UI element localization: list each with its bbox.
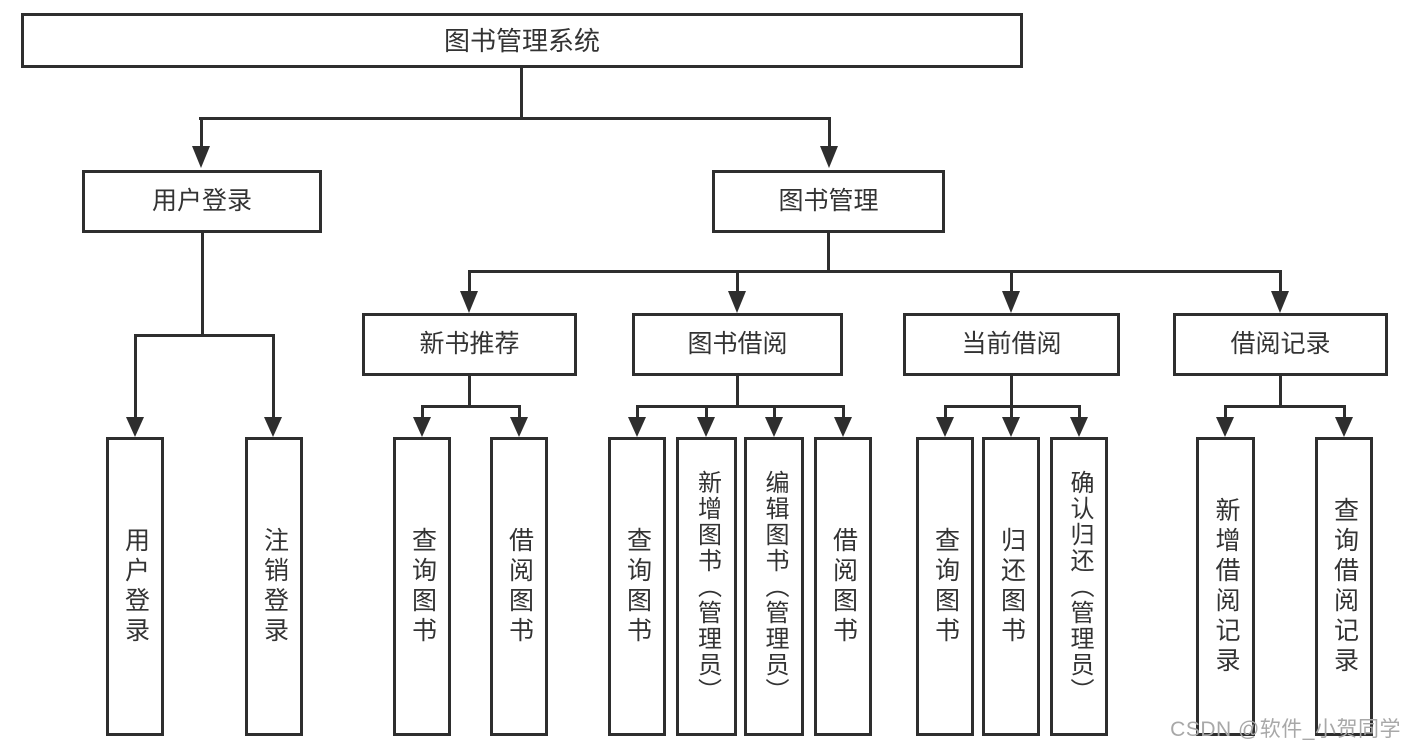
arrowhead-down xyxy=(460,291,478,313)
connector-line xyxy=(200,117,203,150)
arrowhead-down xyxy=(192,146,210,168)
connector-line xyxy=(272,334,275,418)
arrowhead-down xyxy=(413,417,431,437)
connector-line xyxy=(773,405,776,419)
connector-line xyxy=(1279,376,1282,407)
connector-line xyxy=(134,334,137,418)
connector-line xyxy=(736,376,739,407)
leaf-logout: 注销登录 xyxy=(245,437,303,736)
leaf-query-books-borrowing: 查询图书 xyxy=(608,437,666,736)
leaf-query-books-current: 查询图书 xyxy=(916,437,974,736)
connector-line xyxy=(199,117,831,120)
connector-line xyxy=(842,405,845,419)
arrowhead-down xyxy=(936,417,954,437)
node-current-borrowing: 当前借阅 xyxy=(903,313,1120,376)
connector-line xyxy=(636,405,639,419)
connector-line xyxy=(1279,270,1282,293)
leaf-borrow-books-recommend: 借阅图书 xyxy=(490,437,548,736)
connector-line xyxy=(1343,405,1346,419)
arrowhead-down xyxy=(820,146,838,168)
arrowhead-down xyxy=(1002,291,1020,313)
node-new-book-recommendation: 新书推荐 xyxy=(362,313,577,376)
leaf-borrow-books-borrowing: 借阅图书 xyxy=(814,437,872,736)
leaf-query-books-recommend: 查询图书 xyxy=(393,437,451,736)
connector-line xyxy=(827,233,830,272)
arrowhead-down xyxy=(264,417,282,437)
connector-line xyxy=(201,233,204,336)
connector-line xyxy=(705,405,708,419)
connector-line xyxy=(1010,405,1013,419)
connector-line xyxy=(944,405,947,419)
leaf-query-borrow-record: 查询借阅记录 xyxy=(1315,437,1373,736)
connector-line xyxy=(468,270,1282,273)
node-borrowing-records: 借阅记录 xyxy=(1173,313,1388,376)
node-book-borrowing: 图书借阅 xyxy=(632,313,843,376)
leaf-return-books: 归还图书 xyxy=(982,437,1040,736)
connector-line xyxy=(1078,405,1081,419)
node-library-management-system: 图书管理系统 xyxy=(21,13,1023,68)
connector-line xyxy=(421,405,521,408)
leaf-add-borrow-record: 新增借阅记录 xyxy=(1196,437,1255,736)
csdn-watermark: CSDN @软件_小贺同学 xyxy=(1170,718,1401,741)
arrowhead-down xyxy=(765,417,783,437)
arrowhead-down xyxy=(1271,291,1289,313)
node-book-management: 图书管理 xyxy=(712,170,945,233)
connector-line xyxy=(1010,270,1013,293)
connector-line xyxy=(468,270,471,293)
node-user-login: 用户登录 xyxy=(82,170,322,233)
connector-line xyxy=(1224,405,1345,408)
connector-line xyxy=(520,68,523,118)
leaf-confirm-return-admin: 确认归还（管理员） xyxy=(1050,437,1108,736)
connector-line xyxy=(828,117,831,150)
arrowhead-down xyxy=(1335,417,1353,437)
arrowhead-down xyxy=(834,417,852,437)
connector-line xyxy=(636,405,845,408)
connector-line xyxy=(421,405,424,419)
arrowhead-down xyxy=(510,417,528,437)
arrowhead-down xyxy=(697,417,715,437)
leaf-user-login: 用户登录 xyxy=(106,437,164,736)
connector-line xyxy=(468,376,471,407)
connector-line xyxy=(134,334,275,337)
leaf-edit-books-admin: 编辑图书（管理员） xyxy=(744,437,804,736)
arrowhead-down xyxy=(126,417,144,437)
connector-line xyxy=(518,405,521,419)
arrowhead-down xyxy=(728,291,746,313)
leaf-add-books-admin: 新增图书（管理员） xyxy=(676,437,737,736)
connector-line xyxy=(1010,376,1013,407)
arrowhead-down xyxy=(628,417,646,437)
arrowhead-down xyxy=(1002,417,1020,437)
arrowhead-down xyxy=(1070,417,1088,437)
connector-line xyxy=(736,270,739,293)
connector-line xyxy=(1224,405,1227,419)
arrowhead-down xyxy=(1216,417,1234,437)
